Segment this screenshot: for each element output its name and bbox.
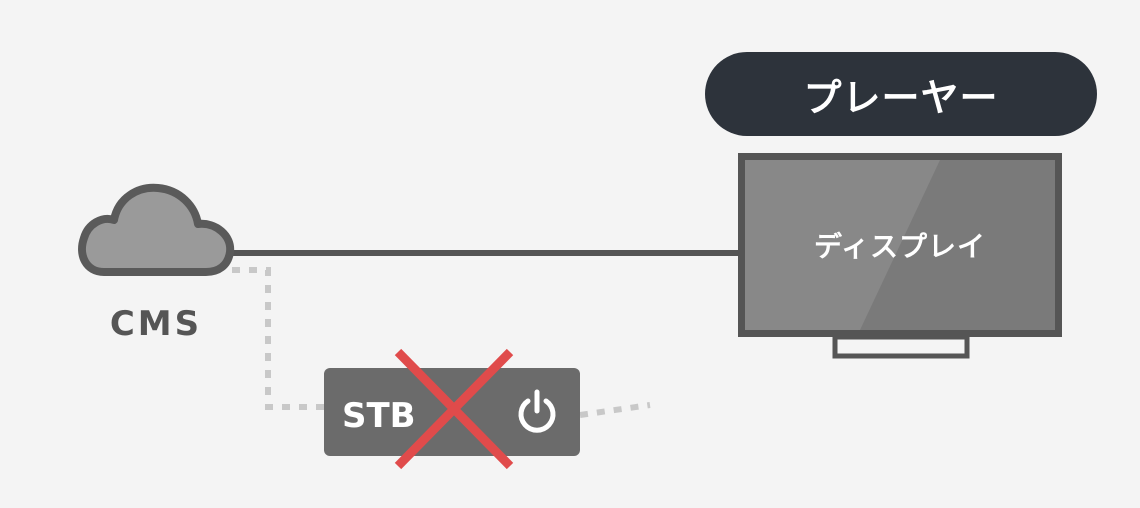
cms-label: CMS — [109, 304, 203, 344]
power-icon — [518, 389, 556, 433]
display-monitor — [738, 153, 1062, 359]
display-label: ディスプレイ — [813, 230, 987, 263]
stb-label: STB — [342, 396, 416, 436]
cms-stb-dotted-line — [232, 267, 326, 410]
cloud-icon — [78, 183, 235, 276]
stb-display-dotted-line — [579, 402, 651, 418]
cross-mark-icon — [394, 348, 514, 470]
player-title-pill: プレーヤー — [705, 52, 1097, 136]
